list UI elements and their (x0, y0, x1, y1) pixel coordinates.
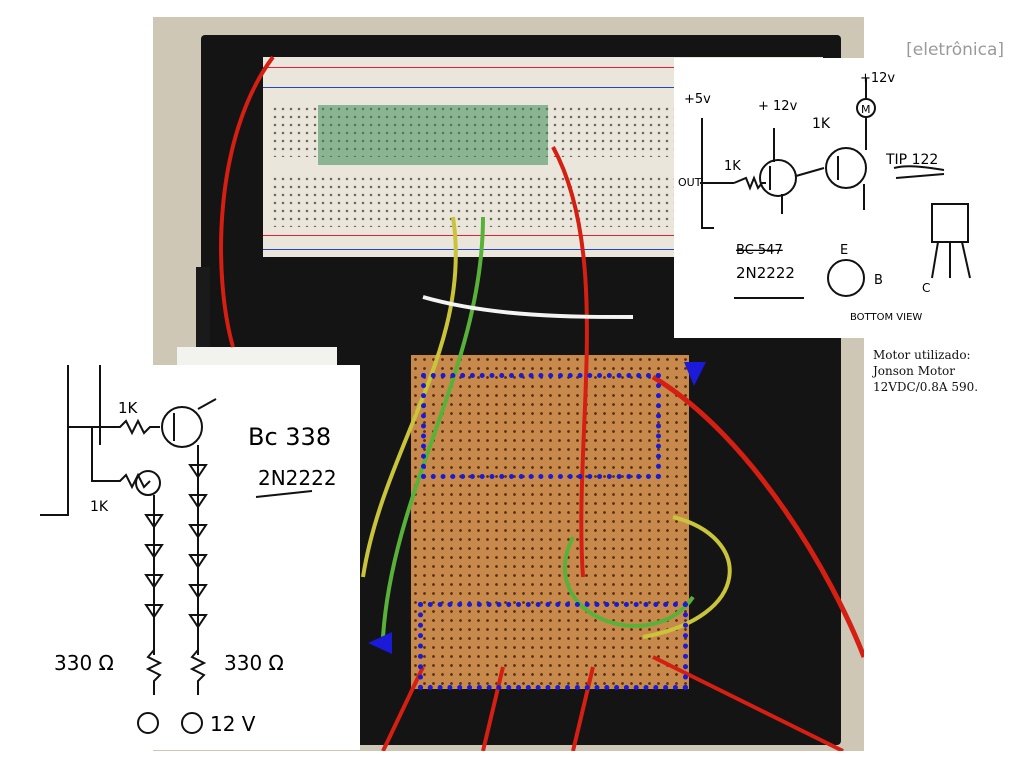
highlight-box-motor-driver (421, 373, 661, 479)
power-rail-blue (263, 87, 823, 88)
label-r-mid: 1K (90, 499, 109, 515)
power-rail-red (263, 67, 823, 68)
perfboard (411, 355, 689, 689)
label-r1: 1K (724, 159, 741, 174)
label-pin-c: C (922, 281, 930, 295)
marker-arrow-left (368, 632, 392, 654)
highlight-box-led-driver (418, 602, 688, 690)
caption-line-3: 12VDC/0.8A 590. (873, 380, 979, 394)
microcontroller-board (318, 105, 548, 165)
label-pin-b: B (874, 273, 883, 288)
label-r2: 1K (812, 116, 831, 132)
motor-driver-schematic: +5v + 12v +12v OUT 1K 1K M TIP 122 BC 54… (678, 71, 971, 323)
label-pin-e: E (840, 243, 848, 258)
power-rail-red-bottom (263, 235, 823, 236)
label-2n2222: 2N2222 (736, 264, 795, 282)
label-bc338: Bc 338 (248, 423, 331, 451)
caption-line-1: Motor utilizado: (873, 348, 971, 362)
motor-driver-sketch: +5v + 12v +12v OUT 1K 1K M TIP 122 BC 54… (674, 58, 1000, 338)
label-out: OUT (678, 176, 702, 189)
label-plus5v: +5v (684, 92, 711, 107)
caption-line-2: Jonson Motor (873, 364, 955, 378)
label-tip122: TIP 122 (885, 152, 938, 168)
label-motor: M (861, 103, 871, 116)
label-plus12v-right: +12v (860, 71, 895, 86)
label-2n2222-left: 2N2222 (258, 466, 337, 490)
led-driver-schematic: 1K 1K Bc 338 2N2222 330 Ω 330 Ω 12 V (40, 365, 337, 736)
label-r-top: 1K (118, 399, 139, 417)
label-bottom-view: BOTTOM VIEW (850, 312, 922, 323)
power-rail-blue-bottom (263, 249, 823, 250)
motor-caption: Motor utilizado: Jonson Motor 12VDC/0.8A… (873, 347, 1023, 395)
label-plus12v-left: + 12v (758, 99, 798, 114)
marker-arrow-top (684, 362, 706, 386)
led-driver-sketch: 1K 1K Bc 338 2N2222 330 Ω 330 Ω 12 V (40, 365, 360, 750)
label-12v: 12 V (210, 712, 256, 736)
label-bc547-crossed: BC 547 (736, 243, 783, 258)
section-tag: [eletrônica] (906, 40, 1004, 60)
label-res1: 330 Ω (54, 651, 114, 675)
label-res2: 330 Ω (224, 651, 284, 675)
wires (196, 55, 864, 751)
